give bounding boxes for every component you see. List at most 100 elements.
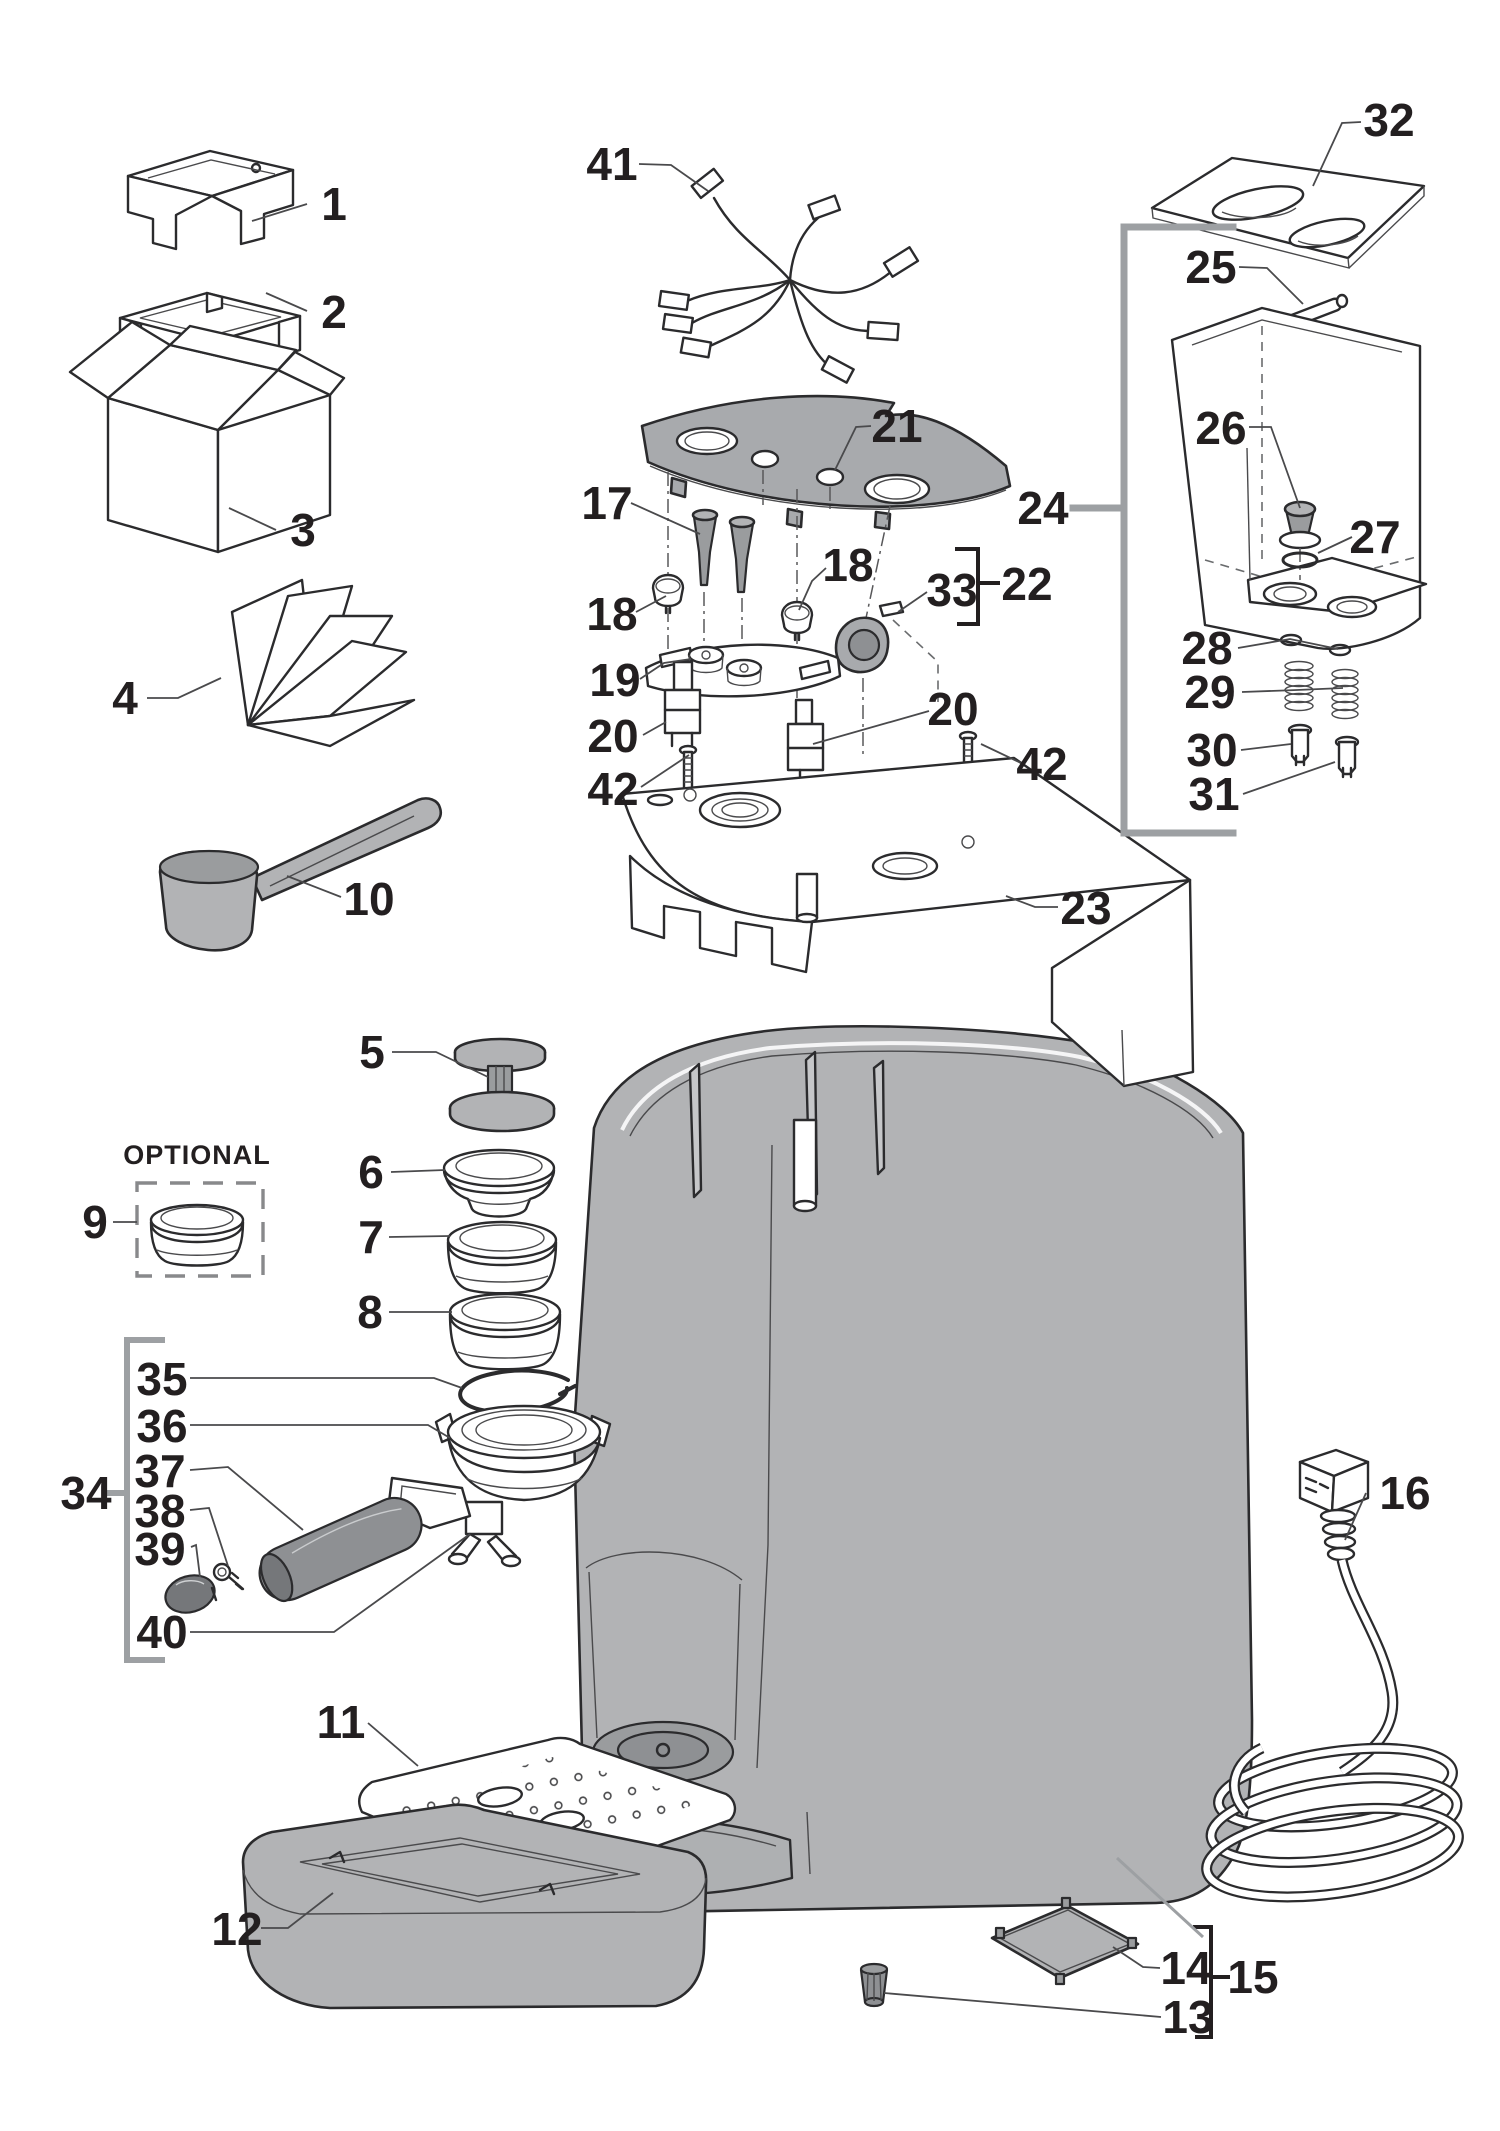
instruction-manual xyxy=(230,578,416,748)
leader-21 xyxy=(834,425,872,471)
leader-28 xyxy=(1237,638,1339,650)
callout-18: 18 xyxy=(586,588,637,640)
filter-basket-large xyxy=(448,1292,562,1371)
leader-11 xyxy=(367,1722,419,1767)
callout-7: 7 xyxy=(358,1211,384,1263)
valve-oring-large xyxy=(1281,551,1319,569)
callout-4: 4 xyxy=(112,672,138,724)
leader-7 xyxy=(388,1235,451,1238)
callout-42: 42 xyxy=(587,763,638,815)
leader-41 xyxy=(638,163,709,192)
callout-28: 28 xyxy=(1181,622,1232,674)
callout-31: 31 xyxy=(1188,768,1239,820)
leader-17 xyxy=(630,502,701,535)
callout-21: 21 xyxy=(871,400,922,452)
callout-19: 19 xyxy=(589,654,640,706)
leader-18 xyxy=(798,567,827,611)
group-bracket-34 xyxy=(105,1337,165,1663)
leader-18 xyxy=(635,595,667,613)
handle-end-cap xyxy=(164,1574,218,1614)
valve-springs xyxy=(1284,660,1359,720)
rubber-foot xyxy=(859,1962,889,2008)
leader-2 xyxy=(265,292,308,312)
callout-33: 33 xyxy=(926,564,977,616)
leader-23 xyxy=(1005,895,1058,908)
leader-35 xyxy=(190,1377,463,1389)
leader-37 xyxy=(189,1466,304,1531)
group-bracket-15 xyxy=(1193,1925,1230,2039)
callout-13: 13 xyxy=(1162,1991,1213,2043)
leader-5 xyxy=(392,1051,489,1078)
leader-39 xyxy=(190,1543,201,1578)
callout-26: 26 xyxy=(1195,402,1246,454)
callout-12: 12 xyxy=(211,1903,262,1955)
leader-26 xyxy=(1249,426,1301,509)
callout-34: 34 xyxy=(60,1467,112,1519)
callout-38: 38 xyxy=(134,1485,185,1537)
leader-16 xyxy=(1344,1492,1367,1541)
leader-20 xyxy=(642,721,667,736)
leader-19 xyxy=(639,658,692,680)
callout-36: 36 xyxy=(136,1400,187,1452)
callout-32: 32 xyxy=(1363,94,1414,146)
callout-1: 1 xyxy=(321,178,347,230)
callout-2: 2 xyxy=(321,286,347,338)
boiler-support-frame xyxy=(620,756,1195,1213)
push-buttons xyxy=(651,573,814,642)
callout-3: 3 xyxy=(290,504,316,556)
callout-6: 6 xyxy=(358,1146,384,1198)
leader-25 xyxy=(1238,266,1304,305)
callout-39: 39 xyxy=(134,1523,185,1575)
callout-22: 22 xyxy=(1001,558,1052,610)
bottom-cover-plate xyxy=(990,1896,1140,1986)
callout-17: 17 xyxy=(581,477,632,529)
callout-35: 35 xyxy=(136,1353,187,1405)
callout-9: 9 xyxy=(82,1196,108,1248)
callout-42: 42 xyxy=(1016,738,1067,790)
leader-1 xyxy=(251,203,308,222)
optional-basket-group: OPTIONAL xyxy=(123,1140,270,1278)
drip-tray xyxy=(241,1803,708,2010)
callout-18: 18 xyxy=(822,539,873,591)
callout-16: 16 xyxy=(1379,1467,1430,1519)
leader-42 xyxy=(980,743,1022,764)
knob-clip xyxy=(878,600,905,618)
power-cord xyxy=(1201,1448,1464,1903)
carton-box xyxy=(68,320,346,554)
portafilter-cup xyxy=(434,1404,612,1502)
tank-valve-cone xyxy=(1278,500,1322,580)
callout-37: 37 xyxy=(134,1445,185,1497)
callout-24: 24 xyxy=(1017,482,1069,534)
callout-25: 25 xyxy=(1185,241,1236,293)
group-bracket-22 xyxy=(955,547,1000,626)
callout-41: 41 xyxy=(586,138,637,190)
callout-10: 10 xyxy=(343,873,394,925)
filter-basket-small xyxy=(442,1148,556,1218)
leader-32 xyxy=(1312,121,1362,187)
leader-4 xyxy=(147,677,222,699)
callout-40: 40 xyxy=(136,1606,187,1658)
handle-screw xyxy=(212,1562,245,1591)
water-tank xyxy=(1170,306,1428,650)
leader-33 xyxy=(897,591,928,613)
leader-3 xyxy=(228,507,277,531)
wiring-harness xyxy=(657,167,920,384)
leader-13 xyxy=(883,1992,1162,2018)
leader-31 xyxy=(1242,761,1336,795)
callout-15: 15 xyxy=(1227,1951,1278,2003)
power-switches xyxy=(663,660,825,786)
leader-36 xyxy=(190,1424,451,1439)
filter-basket-medium xyxy=(446,1220,558,1295)
filter-basket-optional xyxy=(149,1203,245,1267)
body-to-bracket15-leader xyxy=(1115,1856,1205,1939)
steam-knob xyxy=(834,616,890,674)
measuring-spoon xyxy=(158,797,443,952)
leader-40 xyxy=(190,1533,471,1633)
leader-6 xyxy=(390,1169,446,1173)
callout-5: 5 xyxy=(359,1026,385,1078)
callout-27: 27 xyxy=(1349,511,1400,563)
leader-30 xyxy=(1240,743,1292,751)
group-bracket-24 xyxy=(1069,223,1237,837)
leader-27 xyxy=(1317,536,1353,554)
